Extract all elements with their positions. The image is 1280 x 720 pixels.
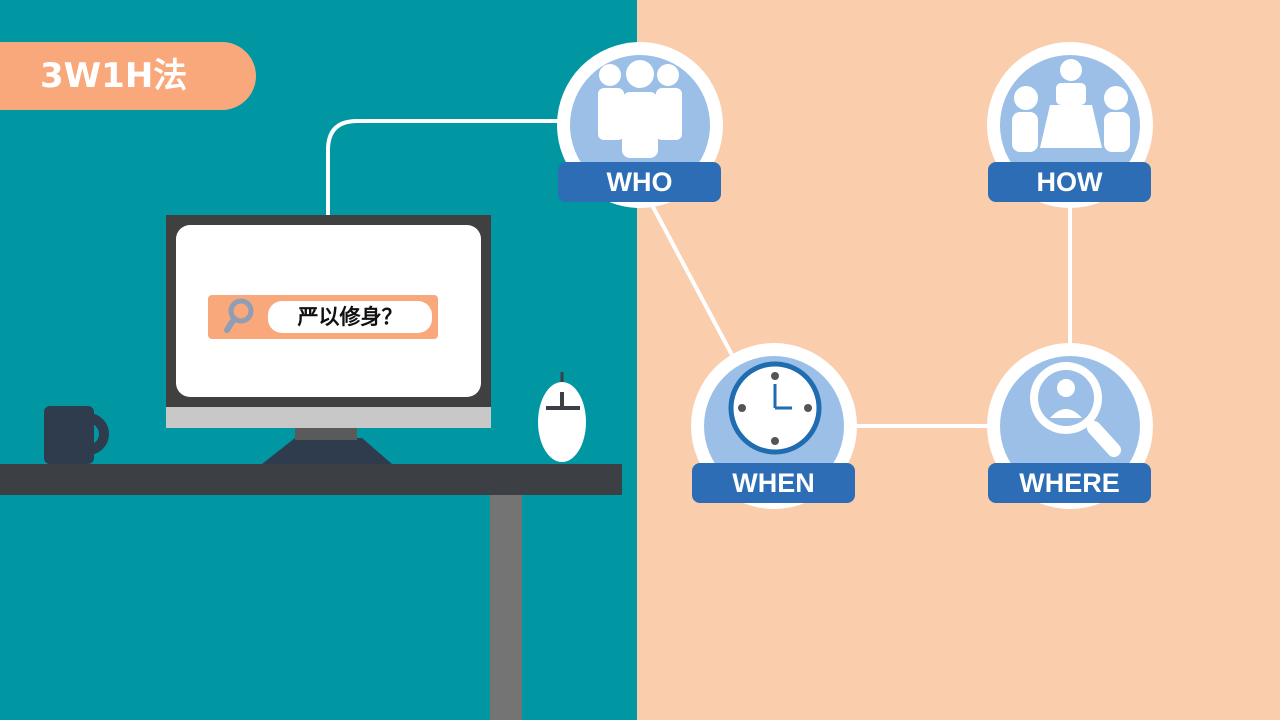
search-person-icon [1030,362,1121,457]
line-who-to-when [650,204,734,356]
label-when: WHEN [692,463,855,503]
team-people-icon [598,60,682,158]
label-where: WHERE [988,463,1151,503]
meeting-table-icon [1012,59,1130,152]
search-query-text: 严以修身？ [297,305,403,329]
mouse-icon [538,372,586,462]
monitor-icon [166,215,491,464]
title-tab: 3W1H法 [0,42,256,110]
cable-monitor-to-who [326,119,560,216]
magnifier-icon [224,298,254,333]
clock-icon [728,361,822,455]
connector-lines [326,119,1072,428]
mug-icon [44,406,109,464]
label-who: WHO [558,162,721,202]
label-how: HOW [988,162,1151,202]
desk [0,464,622,720]
page-title: 3W1H法 [40,56,188,96]
